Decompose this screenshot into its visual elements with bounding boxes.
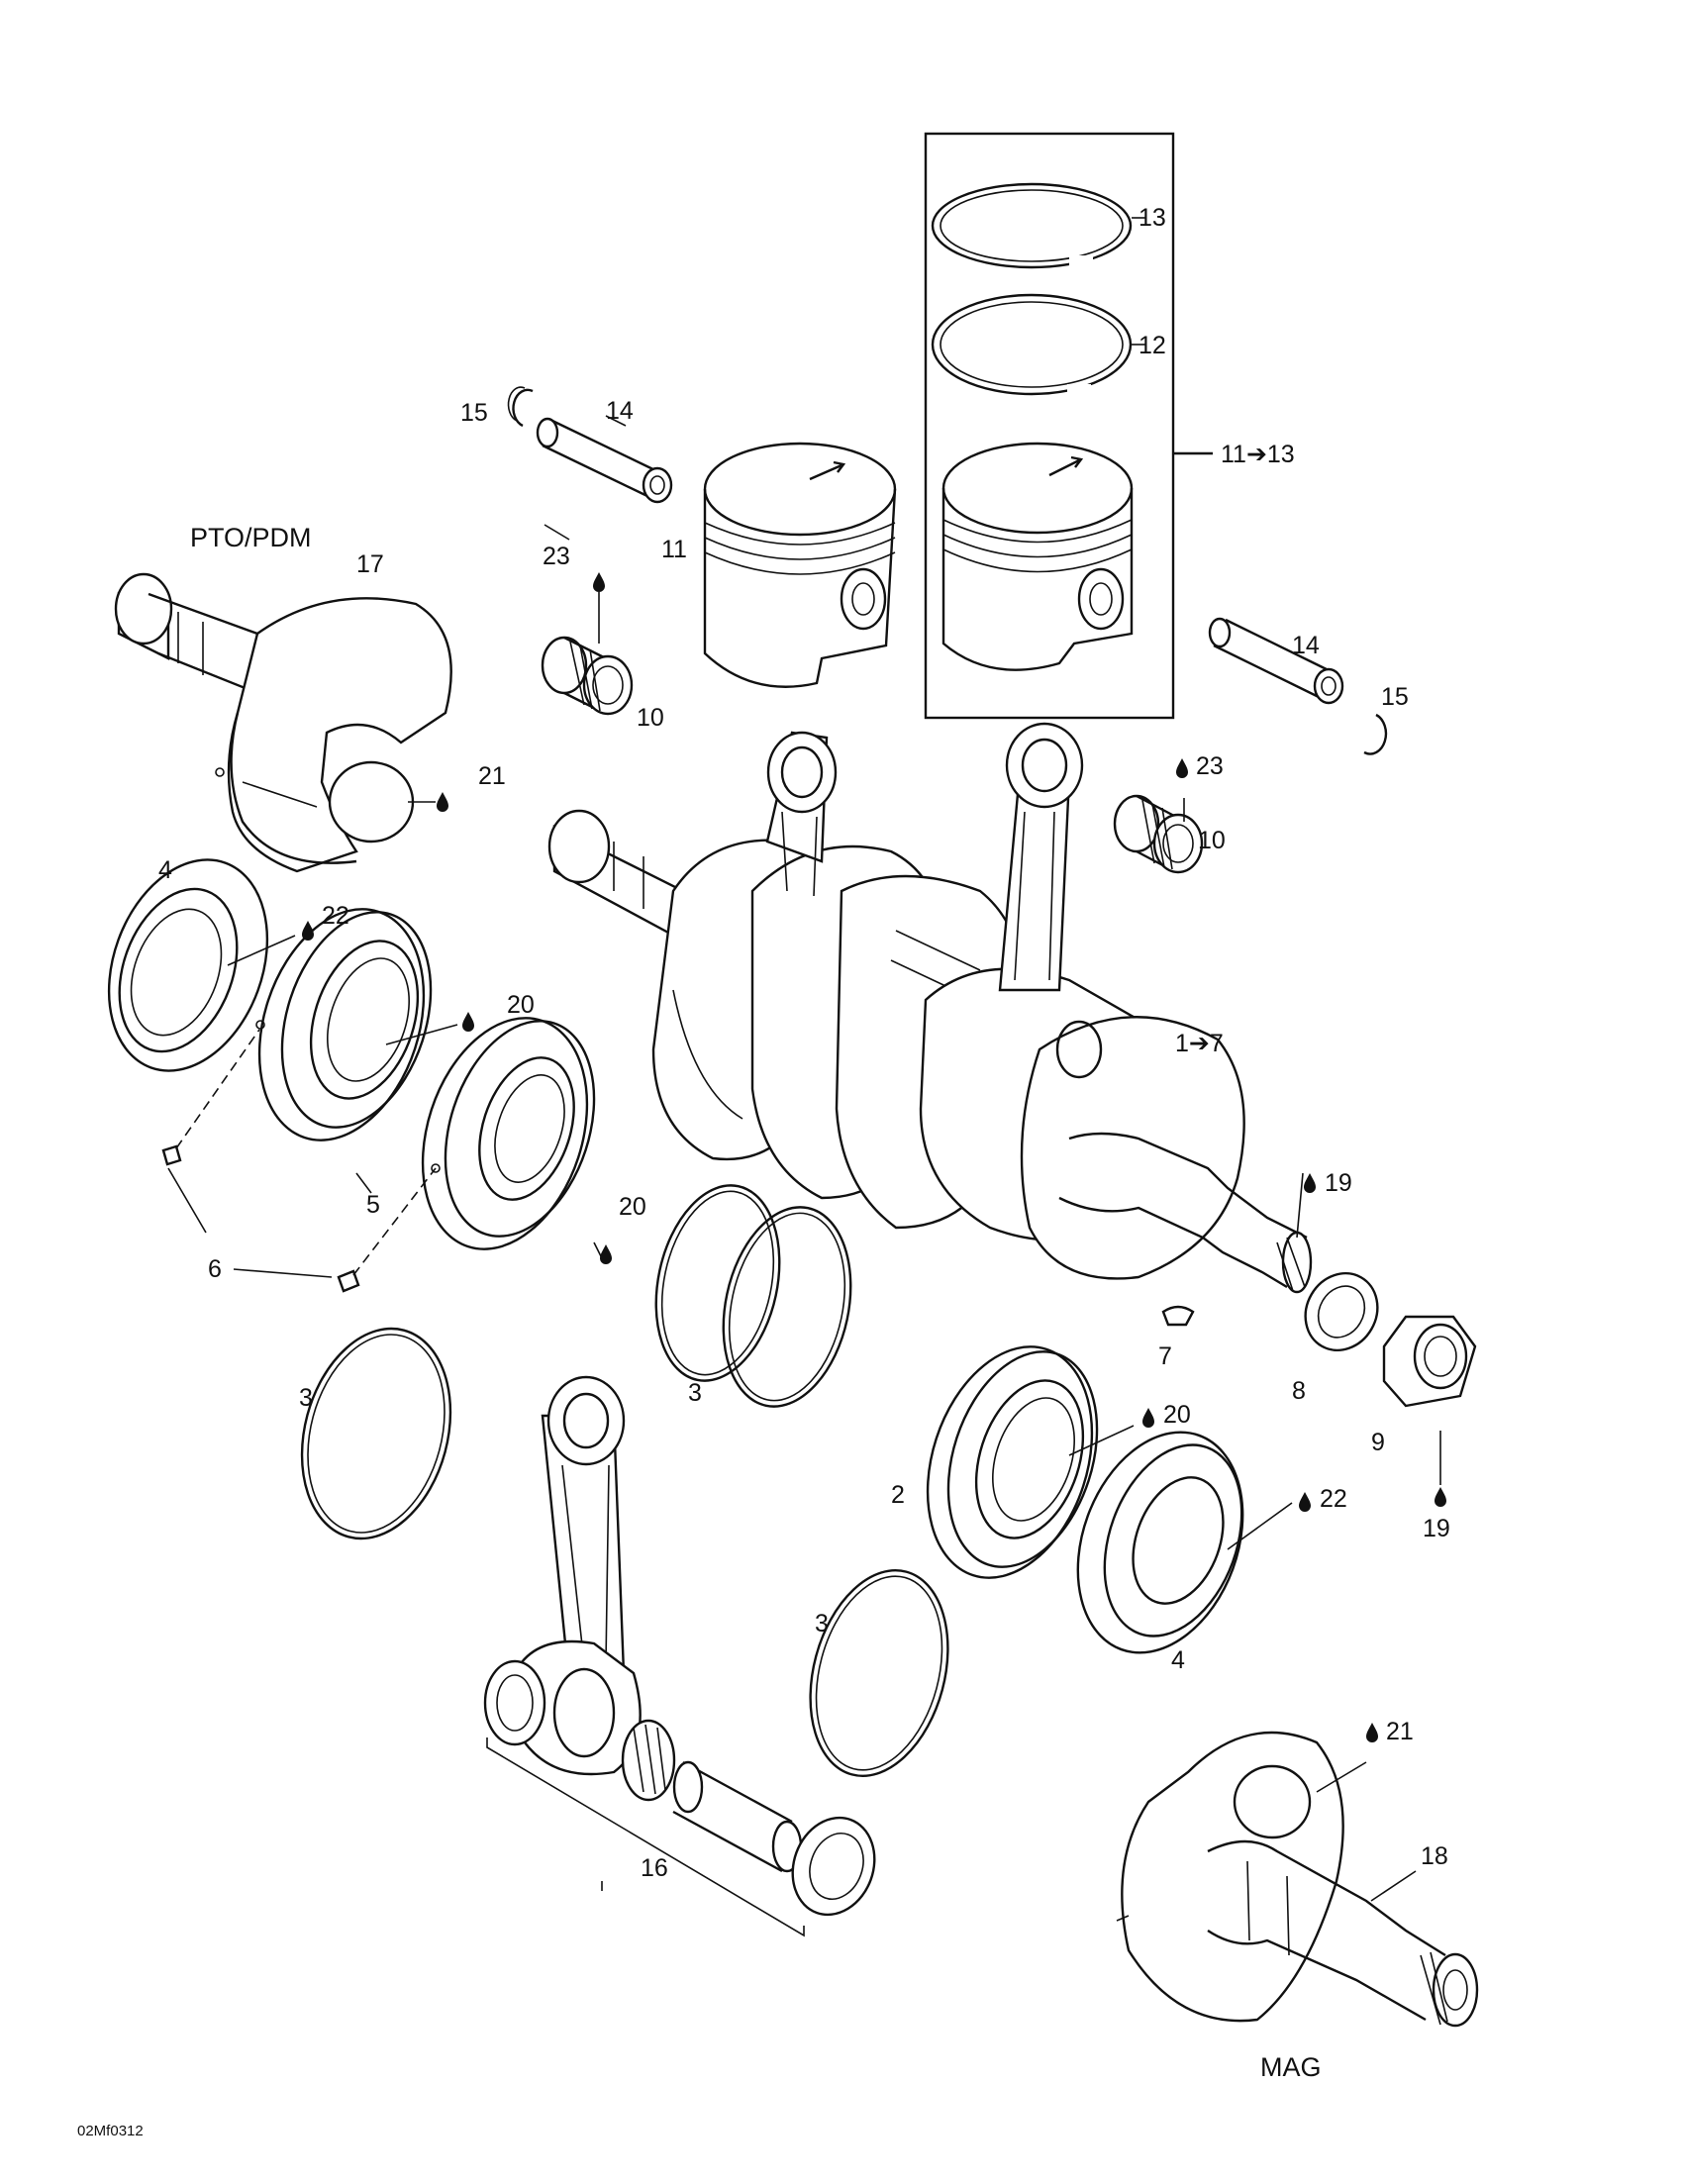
ball-bearing-5 xyxy=(255,908,433,1142)
label-lube-19-bottom: 19 xyxy=(1423,1515,1450,1542)
o-ring-left xyxy=(300,1327,452,1540)
lubricant-drop-icon xyxy=(1142,1408,1154,1428)
label-lube-21-top: 21 xyxy=(478,762,506,790)
label-rod-kit-16: 16 xyxy=(641,1854,668,1882)
label-key-7: 7 xyxy=(1158,1342,1172,1370)
label-circlip-right: 15 xyxy=(1381,683,1409,711)
part-labels: 13 12 11➔13 15 14 11 23 10 14 15 23 10 P… xyxy=(77,204,1450,2139)
label-oring-3-left: 3 xyxy=(299,1384,313,1412)
label-oring-3-mid: 3 xyxy=(688,1379,702,1407)
label-lube-20-right: 20 xyxy=(1163,1401,1191,1429)
o-ring-mid-a xyxy=(654,1184,781,1382)
lubricant-drop-icon xyxy=(437,792,448,812)
label-nut-9: 9 xyxy=(1371,1429,1385,1456)
lubricant-drop-icon xyxy=(1366,1723,1378,1742)
needle-bearing-right xyxy=(1113,794,1204,874)
label-seal-4-right: 4 xyxy=(1171,1646,1185,1674)
lubricant-drop-icon xyxy=(1176,758,1188,778)
label-oring-3-bottom: 3 xyxy=(815,1610,829,1638)
label-lube-20-left: 20 xyxy=(507,991,535,1019)
lubricant-drop-icon xyxy=(600,1244,612,1264)
piston-kit-box xyxy=(924,132,1213,720)
label-lube-19-top: 19 xyxy=(1325,1169,1352,1197)
label-washer-8: 8 xyxy=(1292,1377,1306,1405)
label-pin-left: 14 xyxy=(606,397,634,425)
crankshaft-half-mag xyxy=(1116,1731,1479,2028)
lubricant-drop-icon xyxy=(1304,1173,1316,1193)
piston-pin-right xyxy=(1208,617,1344,705)
label-bearing-2: 2 xyxy=(891,1481,905,1509)
needle-bearing-left xyxy=(541,636,634,716)
circlip-left xyxy=(507,386,534,428)
label-circlip-left: 15 xyxy=(460,399,488,427)
label-pto-side: PTO/PDM xyxy=(190,523,312,552)
o-ring-mid-b xyxy=(722,1206,852,1408)
label-lube-20-mid: 20 xyxy=(619,1193,646,1221)
figure-code: 02Mf0312 xyxy=(77,2123,144,2139)
o-ring-bottom xyxy=(809,1568,949,1778)
arrow-icon xyxy=(809,460,846,481)
label-dowel-6: 6 xyxy=(208,1255,222,1283)
label-ring-13: 13 xyxy=(1138,204,1166,232)
circlip-right xyxy=(1363,713,1388,755)
label-bearing-10-right: 10 xyxy=(1198,827,1226,854)
arrow-icon xyxy=(1048,455,1084,477)
crankshaft-nut xyxy=(1382,1315,1477,1408)
label-lube-21-bottom: 21 xyxy=(1386,1718,1414,1745)
oil-seal-left xyxy=(107,858,269,1072)
label-lube-22-right: 22 xyxy=(1320,1485,1347,1513)
lubricant-drop-icon xyxy=(593,572,605,592)
label-lube-23-left: 23 xyxy=(543,543,570,570)
lubricant-drop-icon xyxy=(1435,1487,1446,1507)
piston-ring-12 xyxy=(931,293,1146,398)
label-crank-half-17: 17 xyxy=(356,550,384,578)
label-seal-4-left: 4 xyxy=(158,856,172,884)
ball-bearing-2 xyxy=(926,1345,1099,1579)
label-piston-left: 11 xyxy=(661,536,687,563)
label-ring-12: 12 xyxy=(1138,332,1166,359)
piston-left xyxy=(703,442,897,688)
woodruff-key xyxy=(1161,1305,1195,1327)
label-bearing-10-left: 10 xyxy=(637,704,664,732)
lock-washer xyxy=(1304,1271,1379,1352)
label-piston-group: 11➔13 xyxy=(1221,441,1295,468)
oil-seal-right xyxy=(1076,1431,1244,1654)
crankshaft-half-pto xyxy=(114,572,452,873)
dowel-pins xyxy=(161,1029,437,1293)
lubricant-drop-icon xyxy=(302,921,314,941)
crankshaft-assembly xyxy=(547,722,1313,1294)
label-lube-22-left: 22 xyxy=(322,902,349,930)
label-bearing-5: 5 xyxy=(366,1191,380,1219)
piston-ring-13 xyxy=(931,182,1146,269)
connecting-rod-kit xyxy=(483,1375,876,1937)
label-pin-right: 14 xyxy=(1292,632,1320,659)
leader-lines xyxy=(167,524,1441,1902)
piston-right xyxy=(941,442,1134,671)
label-crank-assembly: 1➔7 xyxy=(1175,1030,1224,1057)
label-mag-side: MAG xyxy=(1260,2052,1322,2082)
label-lube-23-right: 23 xyxy=(1196,752,1224,780)
lubricant-drop-icon xyxy=(1299,1492,1311,1512)
piston-pin-left xyxy=(536,415,673,504)
lubricant-drop-icon xyxy=(462,1012,474,1032)
label-crank-half-18: 18 xyxy=(1421,1842,1448,1870)
ball-bearing-20 xyxy=(421,1017,596,1250)
